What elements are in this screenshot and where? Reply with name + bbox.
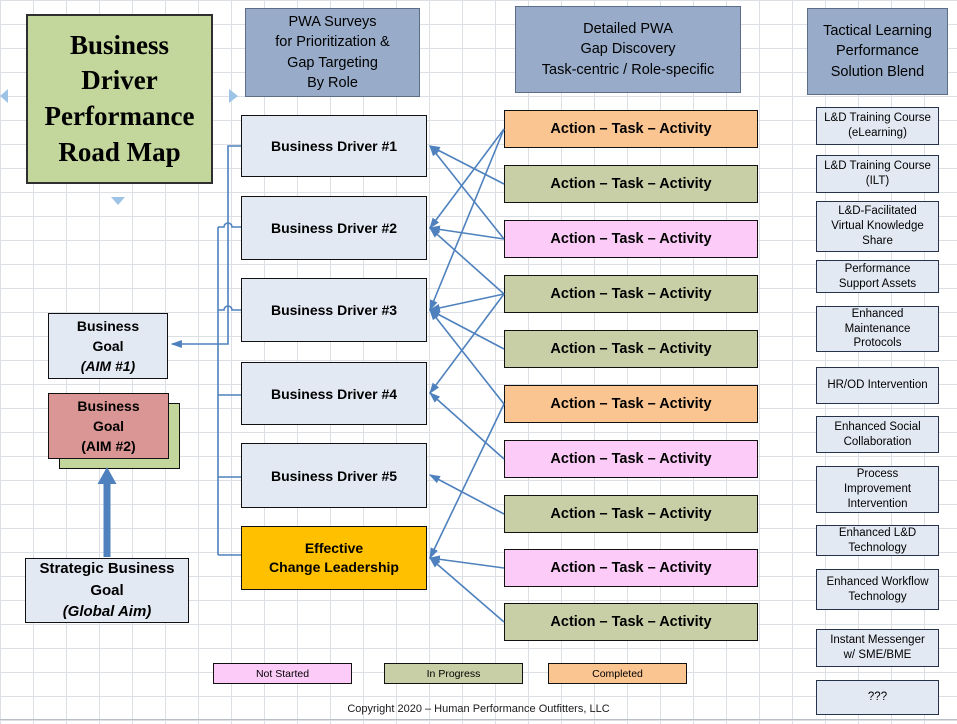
goal-line: Goal bbox=[92, 337, 124, 354]
solution-support-assets: Performance Support Assets bbox=[816, 260, 939, 293]
header-pwa-surveys: PWA Surveys for Prioritization & Gap Tar… bbox=[245, 8, 420, 97]
goal-aim-label: (AIM #1) bbox=[80, 358, 136, 375]
business-driver-4: Business Driver #4 bbox=[241, 362, 427, 425]
business-driver-5: Business Driver #5 bbox=[241, 443, 427, 508]
goal-line: Goal bbox=[90, 581, 124, 599]
page-bottom-line bbox=[0, 719, 957, 720]
header-tactical-learning: Tactical Learning Performance Solution B… bbox=[807, 8, 948, 95]
goal-line: Business bbox=[76, 317, 140, 334]
page-title: Business Driver Performance Road Map bbox=[26, 14, 213, 184]
solution-elearning: L&D Training Course (eLearning) bbox=[816, 107, 939, 145]
action-task-activity-7: Action – Task – Activity bbox=[504, 440, 758, 478]
action-task-activity-5: Action – Task – Activity bbox=[504, 330, 758, 368]
action-task-activity-6: Action – Task – Activity bbox=[504, 385, 758, 423]
goal-line: Goal bbox=[92, 417, 125, 434]
solution-social-collab: Enhanced Social Collaboration bbox=[816, 416, 939, 453]
solution-ilt: L&D Training Course (ILT) bbox=[816, 155, 939, 193]
goal-aim-label: (Global Aim) bbox=[62, 603, 152, 621]
right-triangle-icon bbox=[229, 89, 238, 103]
solution-maintenance: Enhanced Maintenance Protocols bbox=[816, 306, 939, 352]
legend-in-progress: In Progress bbox=[384, 663, 523, 684]
business-goal-aim2: Business Goal (AIM #2) bbox=[48, 393, 169, 459]
action-task-activity-1: Action – Task – Activity bbox=[504, 110, 758, 148]
action-task-activity-9: Action – Task – Activity bbox=[504, 549, 758, 587]
business-driver-2: Business Driver #2 bbox=[241, 196, 427, 260]
business-goal-aim1: Business Goal (AIM #1) bbox=[48, 313, 168, 379]
action-task-activity-4: Action – Task – Activity bbox=[504, 275, 758, 313]
solution-process-improve: Process Improvement Intervention bbox=[816, 466, 939, 513]
business-driver-1: Business Driver #1 bbox=[241, 115, 427, 177]
up-arrow bbox=[97, 467, 117, 557]
action-task-activity-3: Action – Task – Activity bbox=[504, 220, 758, 258]
solution-instant-messenger: Instant Messenger w/ SME/BME bbox=[816, 629, 939, 667]
goal-aim-label: (AIM #2) bbox=[81, 438, 136, 455]
solution-unknown: ??? bbox=[816, 680, 939, 715]
solution-workflow-tech: Enhanced Workflow Technology bbox=[816, 569, 939, 610]
header-detailed-pwa: Detailed PWA Gap Discovery Task-centric … bbox=[515, 6, 741, 93]
solution-ld-technology: Enhanced L&D Technology bbox=[816, 525, 939, 556]
business-driver-3: Business Driver #3 bbox=[241, 278, 427, 342]
goal-line: Business bbox=[77, 397, 140, 414]
down-triangle-icon bbox=[111, 197, 125, 205]
goal-line: Strategic Business bbox=[39, 559, 175, 577]
copyright-text: Copyright 2020 – Human Performance Outfi… bbox=[347, 703, 610, 715]
effective-change-leadership-box: Effective Change Leadership bbox=[241, 526, 427, 590]
action-task-activity-10: Action – Task – Activity bbox=[504, 603, 758, 641]
legend-completed: Completed bbox=[548, 663, 687, 684]
legend-not-started: Not Started bbox=[213, 663, 352, 684]
solution-hr-od: HR/OD Intervention bbox=[816, 367, 939, 404]
solution-knowledge-share: L&D-Facilitated Virtual Knowledge Share bbox=[816, 201, 939, 252]
action-task-activity-2: Action – Task – Activity bbox=[504, 165, 758, 203]
action-task-activity-8: Action – Task – Activity bbox=[504, 495, 758, 533]
strategic-business-goal: Strategic Business Goal (Global Aim) bbox=[25, 558, 189, 623]
left-triangle-icon bbox=[0, 89, 8, 103]
